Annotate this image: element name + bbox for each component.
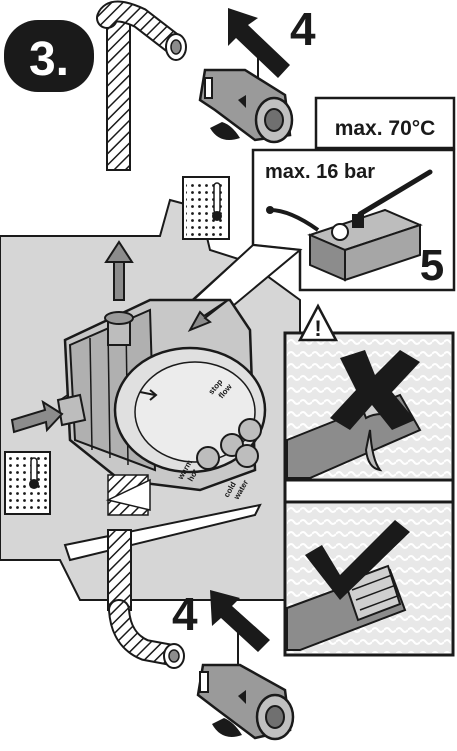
pressure-pump-icon [266,169,433,282]
outlet-fittings [196,418,262,470]
cold-water-tile [4,451,51,515]
bottom-arrow-step: 4 [172,588,198,640]
cross-mark-icon [330,350,420,430]
correct-connection-cell [286,504,451,653]
top-stop-valve [198,68,294,144]
top-arrow-group: 4 [228,3,316,95]
top-arrow-step: 4 [290,3,316,55]
max-temperature-text: max. 70°C [335,117,436,140]
check-mark-icon [305,520,410,600]
bottom-arrow-group: 4 [172,588,270,680]
flow-arrows [10,240,229,434]
step-badge: 3. [4,20,94,92]
bottom-flex-hose [107,529,185,669]
top-flex-hose [96,0,187,171]
mixer-body: stop flow warm hot cold water [56,298,267,516]
step-number: 3. [29,33,69,86]
warning-comparison-panel: ! [283,303,455,657]
wrong-connection-cell [286,335,451,479]
warning-triangle-icon: ! [297,303,339,342]
max-pressure-text: max. 16 bar [265,161,375,183]
pressure-test-panel: max. 16 bar 5 [251,148,456,292]
bottom-stop-valve [196,663,295,741]
pump-step-number: 5 [420,241,444,290]
warning-symbol: ! [314,316,321,341]
hot-water-tile [182,176,230,240]
temp-label-box: max. 70°C [314,96,456,150]
